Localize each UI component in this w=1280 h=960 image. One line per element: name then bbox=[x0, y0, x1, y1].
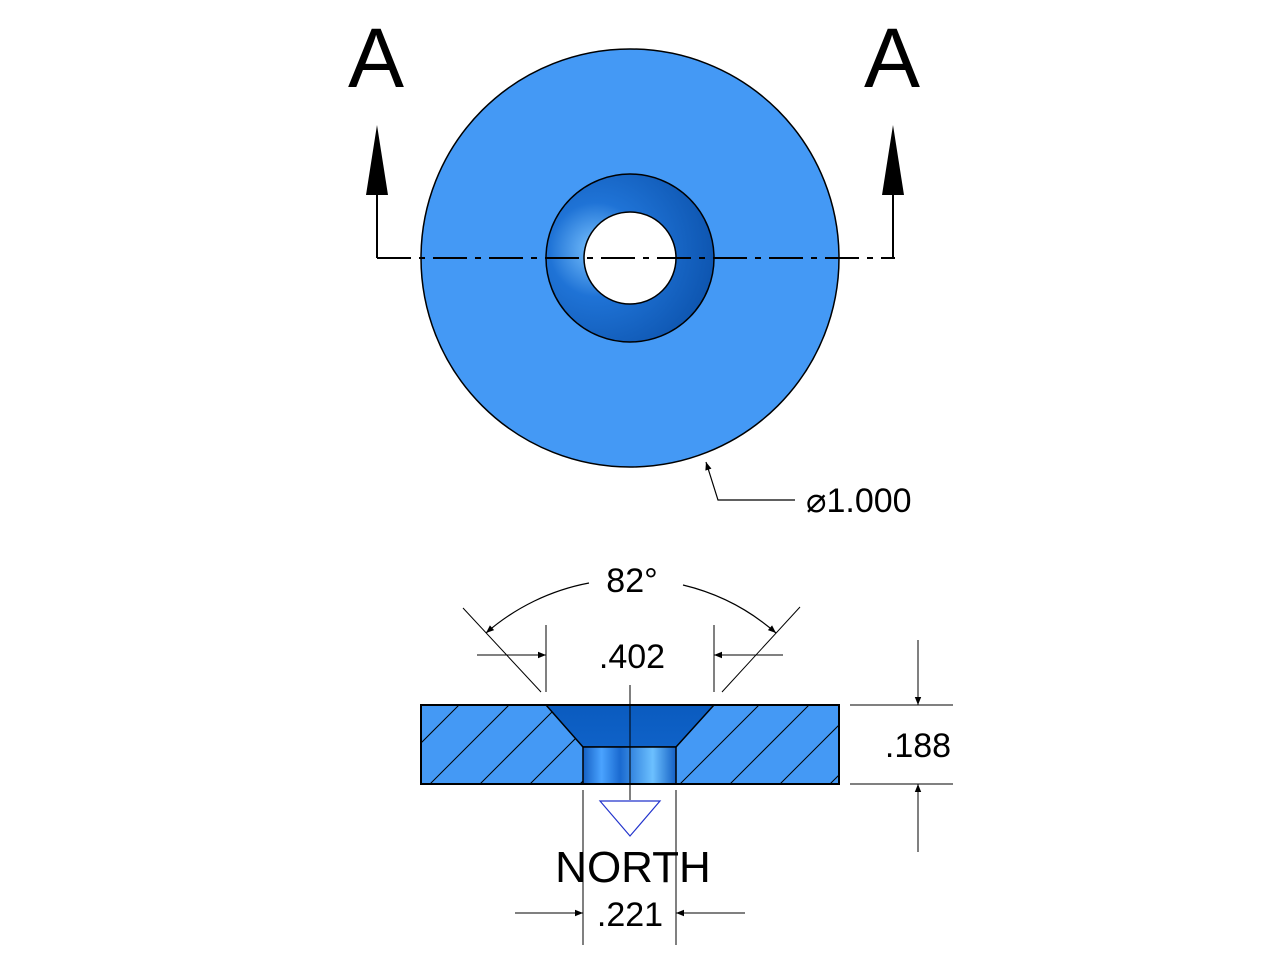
countersink-diameter-dimension: .402 bbox=[599, 638, 665, 676]
section-label-right: A bbox=[864, 11, 920, 105]
hatch-line bbox=[421, 705, 460, 784]
arrow-up-icon bbox=[366, 125, 388, 195]
arrow-up-icon bbox=[882, 125, 904, 195]
diameter-leader bbox=[705, 461, 795, 501]
angle-dimension: 82° bbox=[606, 562, 657, 600]
angle-arc-right bbox=[682, 584, 777, 634]
hatch-line bbox=[779, 705, 839, 784]
hole-diameter-dimension: .221 bbox=[597, 896, 663, 934]
top-view: A A ⌀1.000 bbox=[348, 11, 920, 520]
hatch-line bbox=[429, 705, 510, 784]
angle-arc-left bbox=[485, 582, 590, 634]
angle-extension-left bbox=[462, 607, 542, 693]
angle-extension-right bbox=[721, 606, 801, 693]
hatch-line bbox=[729, 705, 810, 784]
hatch-line bbox=[479, 705, 560, 784]
diameter-dimension: ⌀1.000 bbox=[806, 482, 912, 520]
hatch-line bbox=[679, 705, 760, 784]
section-view: NORTH 82° .402 .188 .221 bbox=[420, 562, 953, 945]
north-marker-icon bbox=[598, 800, 662, 837]
section-label-left: A bbox=[348, 11, 404, 105]
pole-label: NORTH bbox=[555, 843, 711, 892]
thickness-dimension: .188 bbox=[885, 727, 951, 765]
